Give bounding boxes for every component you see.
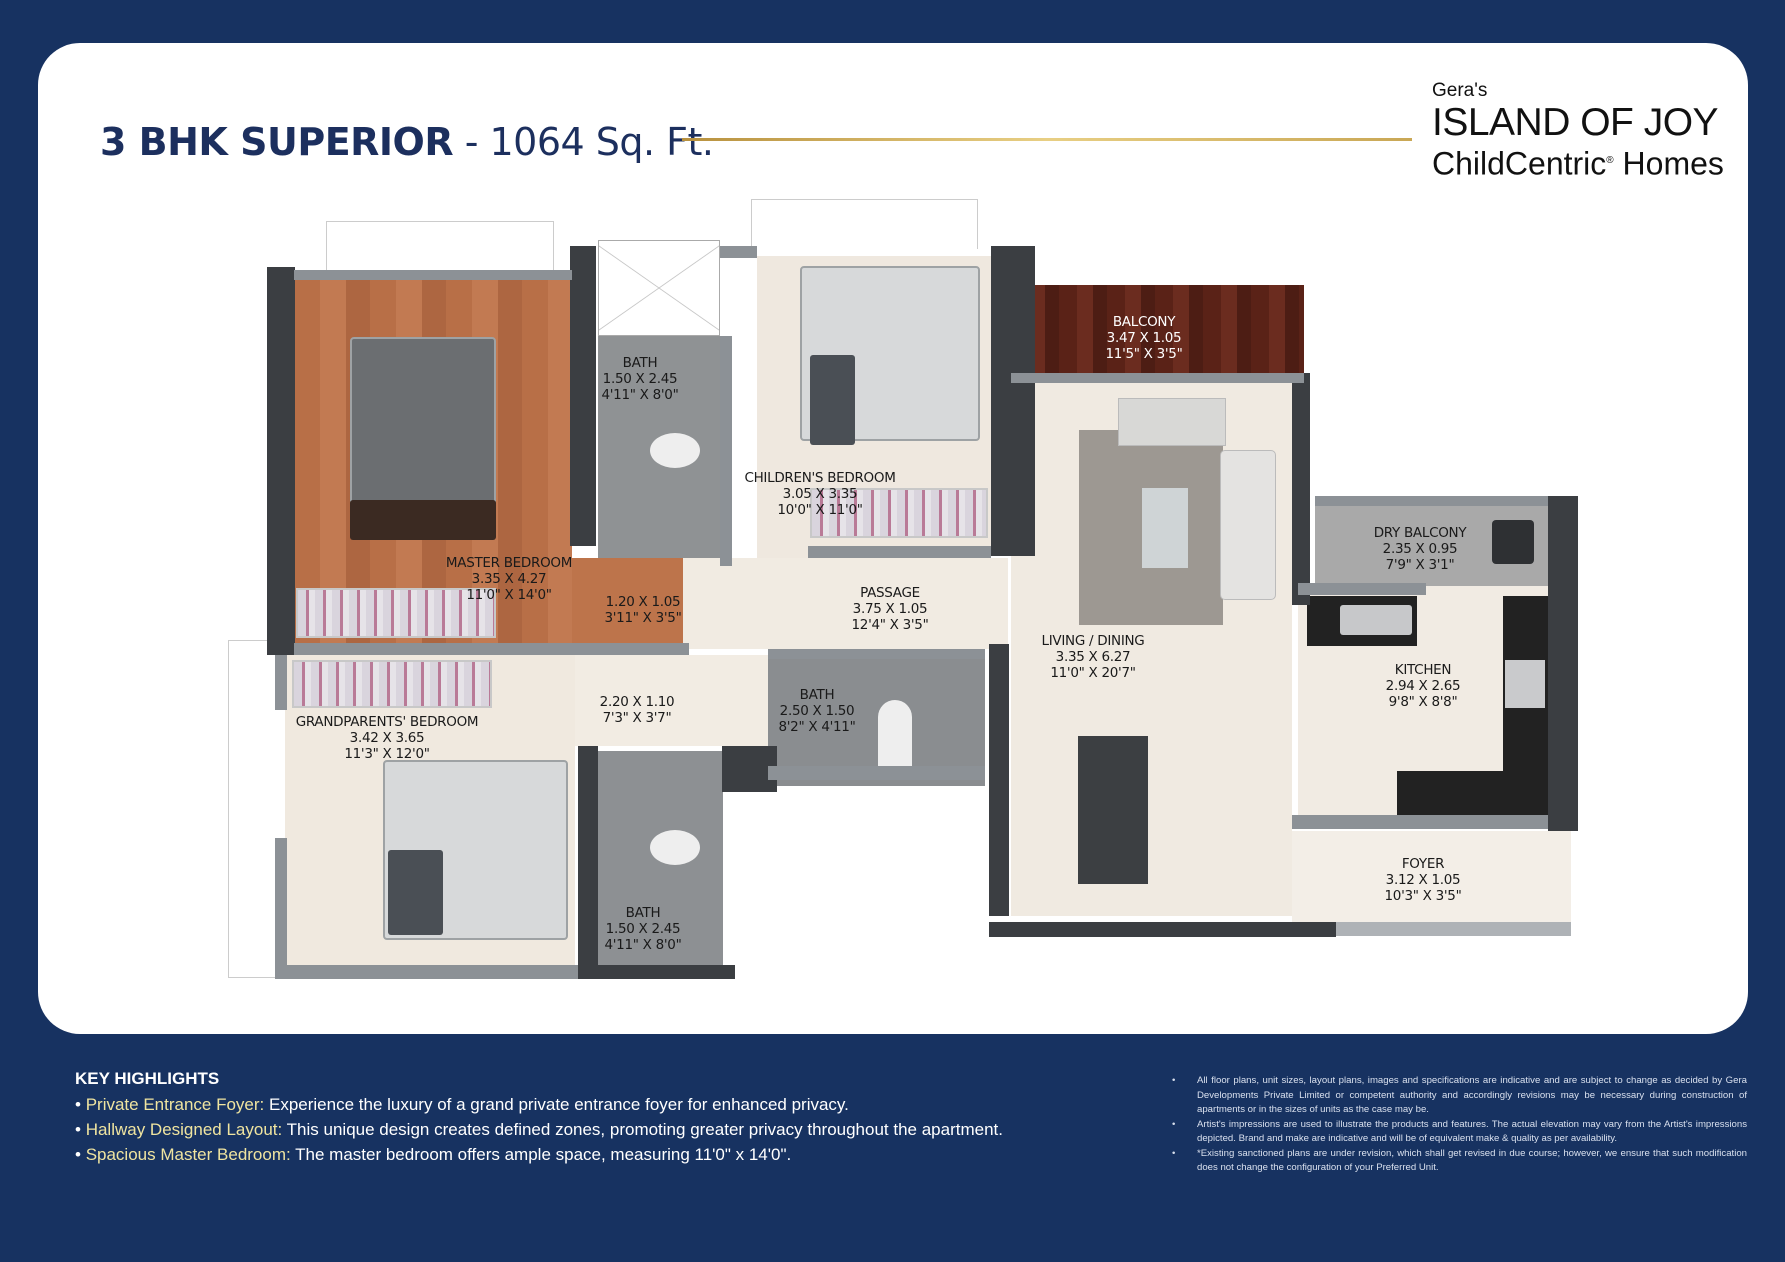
balcony: [1011, 285, 1304, 373]
kitchen-counter: [1503, 596, 1548, 824]
wall: [768, 649, 985, 659]
wall: [1298, 583, 1426, 595]
wardrobe: [296, 588, 496, 638]
sofa: [1118, 398, 1226, 446]
wall: [275, 965, 578, 979]
wall: [598, 965, 735, 979]
brand-logo: Gera's ISLAND OF JOY ChildCentric® Homes: [1432, 80, 1724, 181]
wall: [768, 766, 985, 780]
wall: [294, 270, 572, 280]
shaft: [598, 240, 720, 336]
dining-table: [1078, 736, 1148, 884]
wall: [1292, 815, 1548, 829]
unit-type: 3 BHK SUPERIOR: [100, 120, 454, 164]
wall: [294, 643, 689, 655]
wall: [570, 246, 596, 546]
washing-machine: [1492, 520, 1534, 564]
blanket: [388, 850, 443, 935]
disclaimer-item: Artist's impressions are used to illustr…: [1172, 1118, 1747, 1147]
wall: [722, 746, 777, 792]
disclaimer-item: *Existing sanctioned plans are under rev…: [1172, 1147, 1747, 1176]
page-title: 3 BHK SUPERIOR - 1064 Sq. Ft.: [100, 120, 714, 164]
wall: [275, 838, 287, 978]
key-highlights-heading: KEY HIGHLIGHTS: [75, 1069, 220, 1088]
wall: [275, 655, 287, 710]
wall: [991, 246, 1035, 556]
passage: [683, 558, 1008, 649]
wall: [720, 246, 757, 258]
sofa: [1220, 450, 1276, 600]
unit-area: - 1064 Sq. Ft.: [453, 120, 714, 164]
wall: [989, 644, 1009, 916]
logo-project: ISLAND OF JOY: [1432, 101, 1719, 144]
hallway: [575, 655, 768, 746]
wall: [989, 922, 1336, 937]
gold-divider: [682, 138, 1412, 141]
wall: [267, 267, 295, 655]
bath-2: [768, 649, 985, 786]
wall: [1548, 496, 1578, 831]
wall: [1315, 496, 1548, 506]
wardrobe: [292, 660, 492, 708]
toilet: [878, 700, 912, 766]
blanket: [810, 355, 855, 445]
highlight-item: • Hallway Designed Layout: This unique d…: [75, 1120, 1003, 1139]
disclaimer-list: All floor plans, unit sizes, layout plan…: [1172, 1074, 1747, 1176]
foyer: [1292, 831, 1571, 922]
dress-area: [572, 558, 683, 655]
toilet: [650, 433, 700, 468]
wall: [720, 336, 732, 566]
highlight-item: • Spacious Master Bedroom: The master be…: [75, 1145, 792, 1164]
wall: [578, 746, 598, 979]
wall: [808, 546, 991, 558]
window-ledge: [751, 199, 978, 249]
sink: [1340, 605, 1412, 635]
rug: [350, 500, 496, 540]
window-ledge: [326, 221, 554, 271]
logo-developer: Gera's: [1432, 80, 1488, 101]
disclaimer-item: All floor plans, unit sizes, layout plan…: [1172, 1074, 1747, 1118]
highlight-item: • Private Entrance Foyer: Experience the…: [75, 1095, 849, 1114]
wall: [1292, 373, 1310, 605]
master-bed: [350, 337, 496, 505]
coffee-table: [1142, 488, 1188, 568]
logo-tagline: ChildCentric® Homes: [1432, 145, 1724, 182]
toilet: [650, 830, 700, 865]
window-ledge: [228, 640, 286, 978]
wardrobe: [810, 488, 988, 538]
stove: [1505, 660, 1545, 708]
wall: [1011, 373, 1304, 383]
wall: [1336, 922, 1571, 936]
